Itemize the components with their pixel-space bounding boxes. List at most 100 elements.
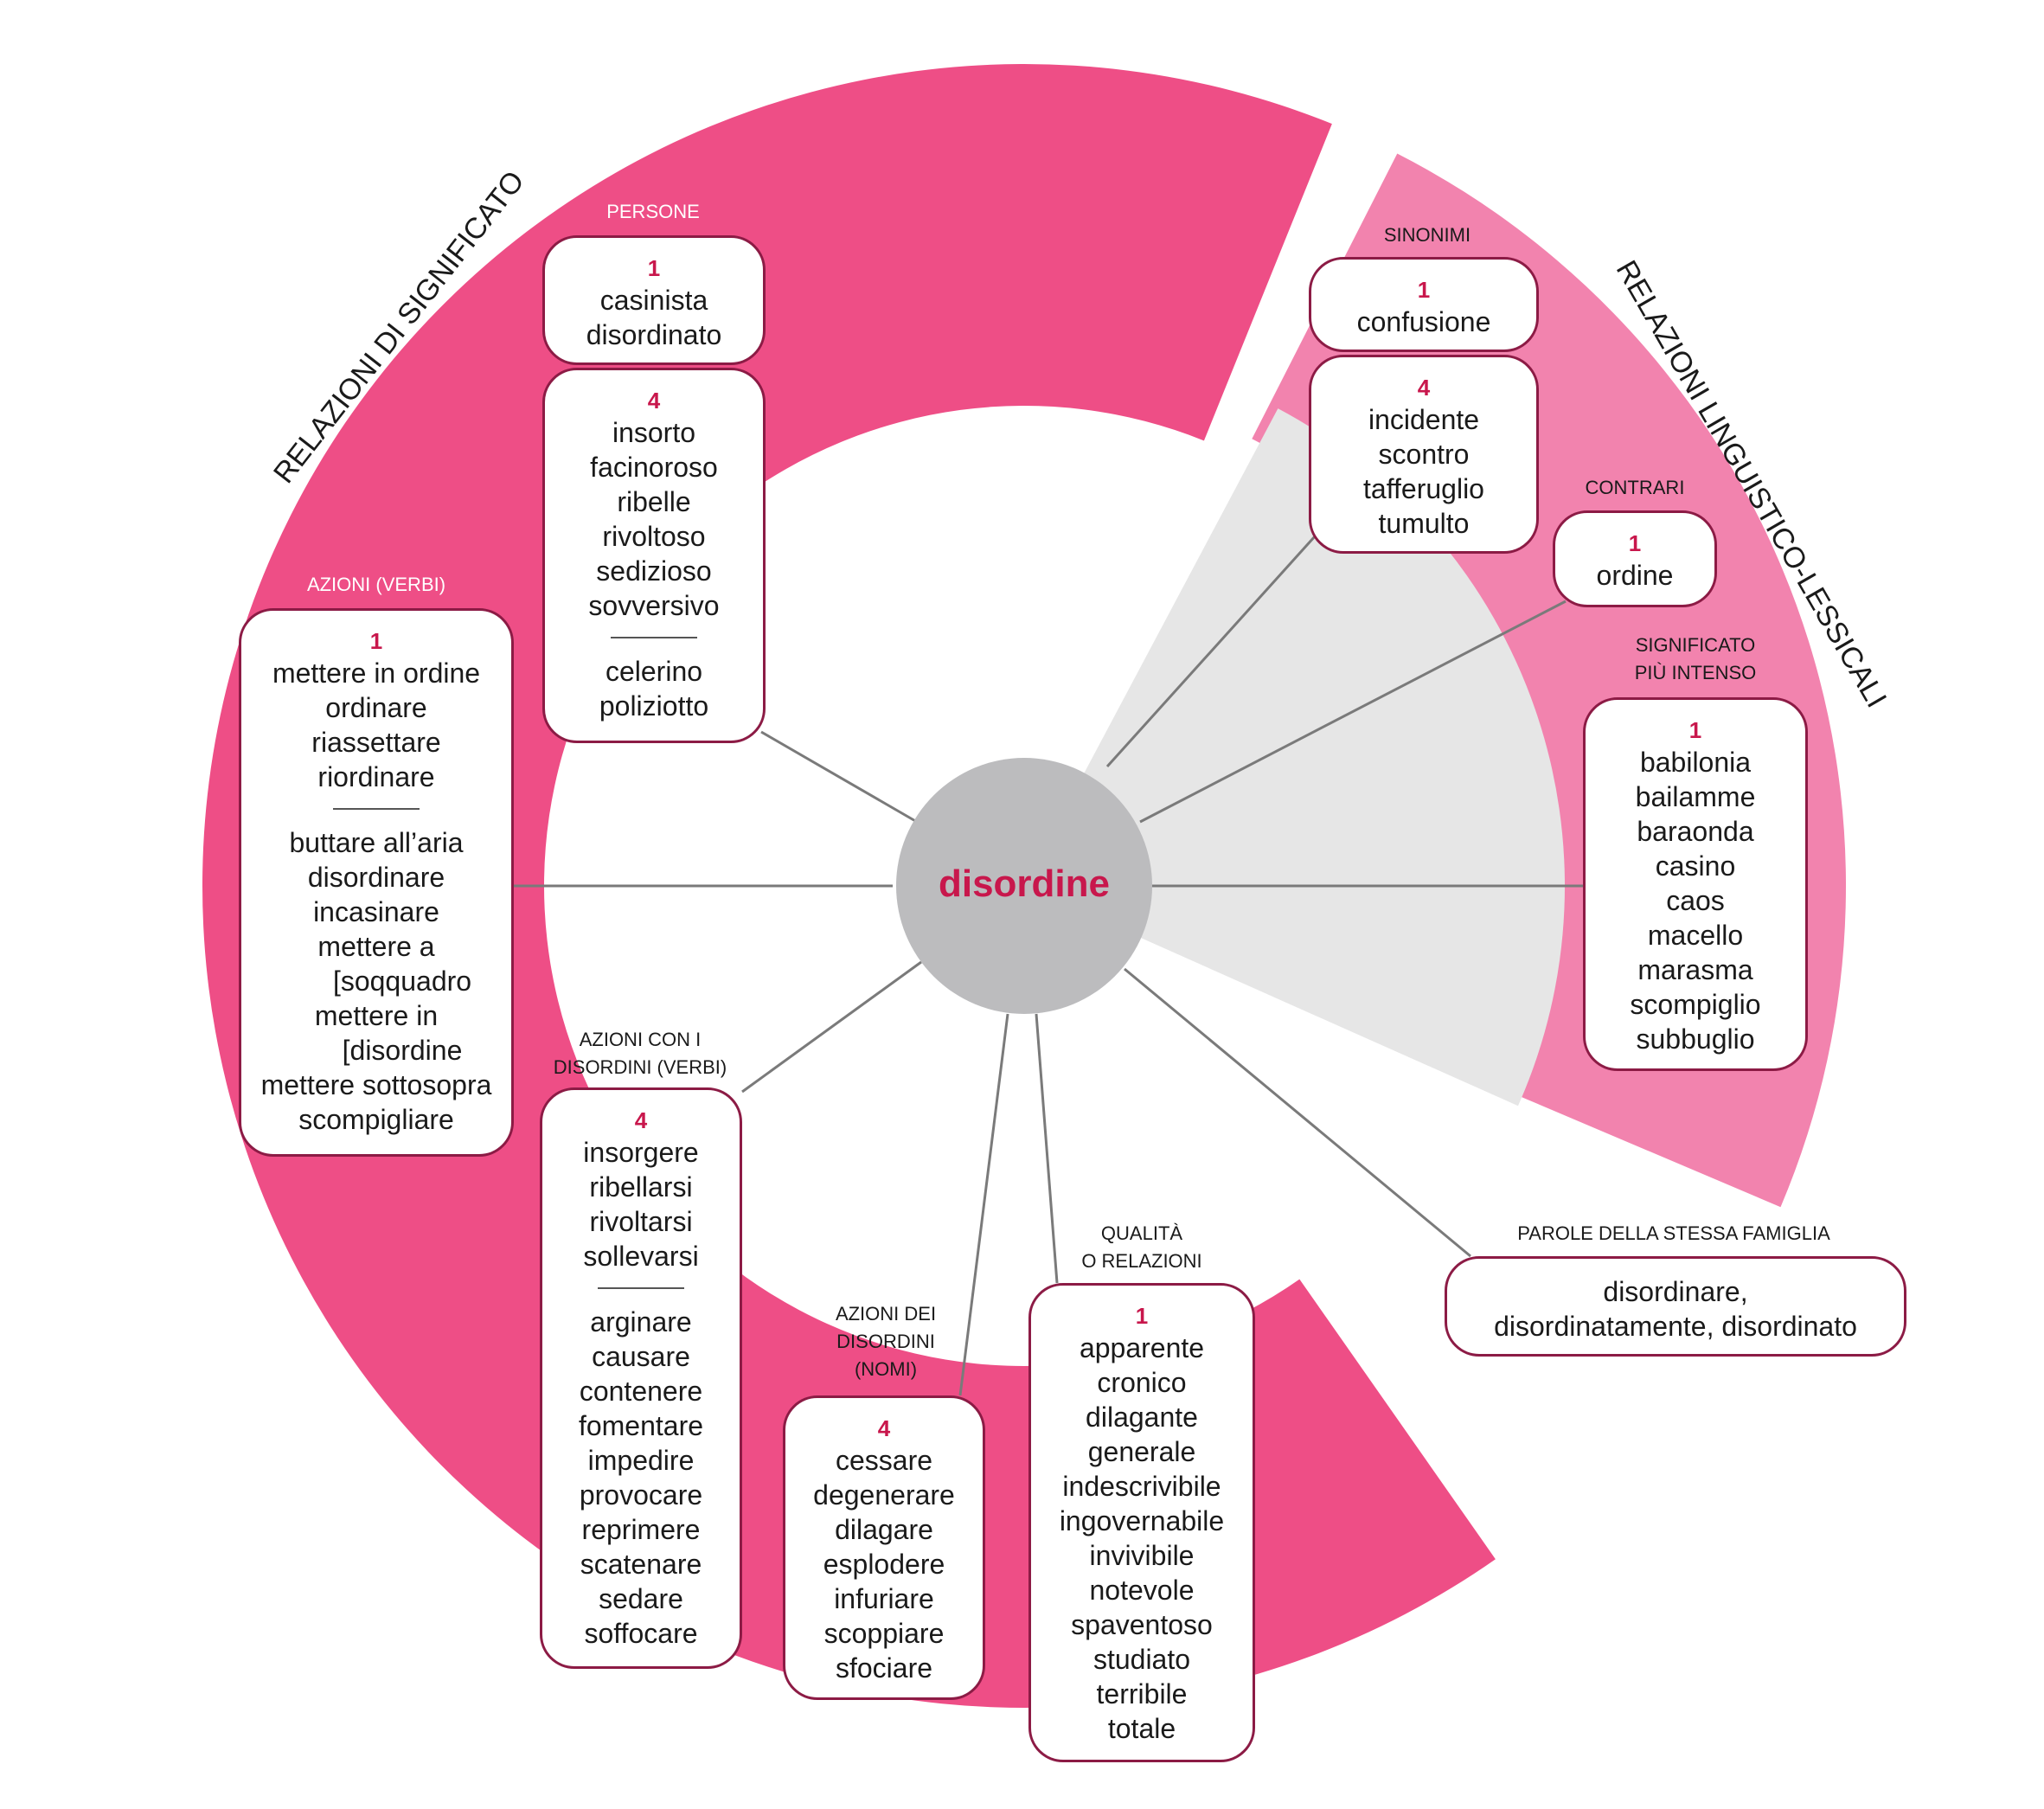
word: sollevarsi [583,1241,699,1272]
label-line: PIÙ INTENSO [1634,662,1757,683]
word: disordinare, [1603,1276,1748,1307]
word: baraonda [1637,816,1754,847]
word: insorto [612,417,696,448]
word: scontro [1378,439,1470,470]
category-label-azioni-dei-disordini: AZIONI DEI DISORDINI (NOMI) [799,1300,972,1383]
connector-line [1124,967,1471,1258]
word: causare [592,1341,690,1372]
word: cronico [1097,1367,1187,1398]
separator [611,637,697,638]
frequency-marker: 1 [1688,717,1702,743]
box-persone-4: 4 insorto facinoroso ribelle rivoltoso s… [542,368,766,743]
category-label-azioni-con-disordini: AZIONI CON I DISORDINI (VERBI) [528,1026,753,1081]
word: mettere in ordine [272,658,481,689]
word: buttare all’aria [289,827,464,858]
word: riassettare [311,727,441,758]
box-azioni-con-disordini: 4 insorgere ribellarsi rivoltarsi sollev… [540,1087,742,1669]
word: reprimere [581,1514,701,1545]
box-azioni-verbi: 1 mettere in ordine ordinare riassettare… [239,608,514,1157]
word: casinista [599,285,708,316]
word: tafferuglio [1363,473,1484,504]
word: casino [1655,850,1736,882]
word: confusione [1356,306,1491,337]
word: disordinare [307,862,445,893]
word: infuriare [834,1583,934,1614]
box-qualita: 1 apparente cronico dilagante generale i… [1028,1283,1255,1762]
word: scatenare [580,1549,702,1580]
center-hub [896,758,1152,1014]
inner-sector [1024,408,1565,1107]
word: scompiglio [1630,989,1761,1020]
word: mettere a [317,931,435,962]
frequency-marker: 1 [1417,277,1431,303]
word: terribile [1096,1678,1188,1710]
category-label-sinonimi: SINONIMI [1383,224,1471,246]
category-label-persone: PERSONE [606,201,700,222]
label-line: DISORDINI [836,1331,935,1352]
word: mettere in [314,1000,439,1031]
word: insorgere [583,1137,699,1168]
left-wedge [202,63,1496,1709]
category-label-famiglia: PAROLE DELLA STESSA FAMIGLIA [1517,1222,1830,1244]
word: indescrivibile [1062,1471,1221,1502]
connector-line [1105,535,1317,768]
word: ingovernabile [1059,1505,1225,1536]
word: mettere sottosopra [260,1069,492,1100]
word: scoppiare [823,1618,945,1649]
word: dilagante [1086,1402,1198,1433]
word: caos [1666,885,1725,916]
connector-line [1035,1013,1059,1284]
box-contrari: 1 ordine [1553,510,1717,607]
frequency-marker: 1 [647,255,661,281]
word: celerino [605,656,703,687]
word: arginare [590,1306,692,1338]
word: subbuglio [1636,1023,1755,1055]
box-azioni-dei-disordini: 4 cessare degenerare dilagare esplodere … [783,1395,985,1700]
frequency-marker: 4 [1417,375,1431,401]
frequency-marker: 4 [634,1107,648,1133]
label-line: DISORDINI (VERBI) [553,1056,727,1078]
word: incasinare [313,896,439,927]
word: generale [1087,1436,1196,1467]
connector-line [760,730,918,824]
connector-line [741,960,922,1094]
word-continuation: [disordine [342,1035,463,1066]
word: sedizioso [596,555,712,587]
connector-line [1139,600,1567,824]
word: notevole [1089,1575,1195,1606]
word: cessare [835,1445,933,1476]
label-line: AZIONI DEI [835,1303,937,1325]
box-sinonimi-1: 1 confusione [1309,257,1539,352]
word: scompigliare [298,1104,454,1135]
word: riordinare [317,761,435,792]
box-famiglia: disordinare, disordinatamente, disordina… [1445,1256,1906,1357]
word: provocare [579,1479,703,1511]
word: facinoroso [590,452,718,483]
word: macello [1647,920,1744,951]
word: apparente [1079,1332,1205,1363]
center-word: disordine [938,863,1111,905]
frequency-marker: 4 [647,388,661,414]
word: disordinatamente, disordinato [1494,1311,1857,1342]
frequency-marker: 1 [1135,1303,1149,1329]
word: rivoltoso [602,521,706,552]
word: fomentare [578,1410,704,1441]
connector-lines [514,535,1583,1396]
word: ordinare [325,692,427,723]
frequency-marker: 1 [1628,530,1642,556]
frequency-marker: 4 [877,1415,891,1441]
word: sovversivo [588,590,720,621]
word: invivibile [1089,1540,1195,1571]
box-significato-intenso: 1 babilonia bailamme baraonda casino cao… [1583,697,1808,1071]
label-line: AZIONI CON I [579,1029,702,1050]
label-line: O RELAZIONI [1081,1250,1202,1272]
category-label-azioni-verbi: AZIONI (VERBI) [306,574,446,595]
separator [598,1287,684,1289]
word: bailamme [1635,781,1756,812]
word: degenerare [813,1479,955,1511]
word: contenere [579,1376,703,1407]
word: ribellarsi [589,1171,693,1203]
word: dilagare [835,1514,933,1545]
word: babilonia [1639,747,1752,778]
word: sfociare [835,1652,933,1684]
